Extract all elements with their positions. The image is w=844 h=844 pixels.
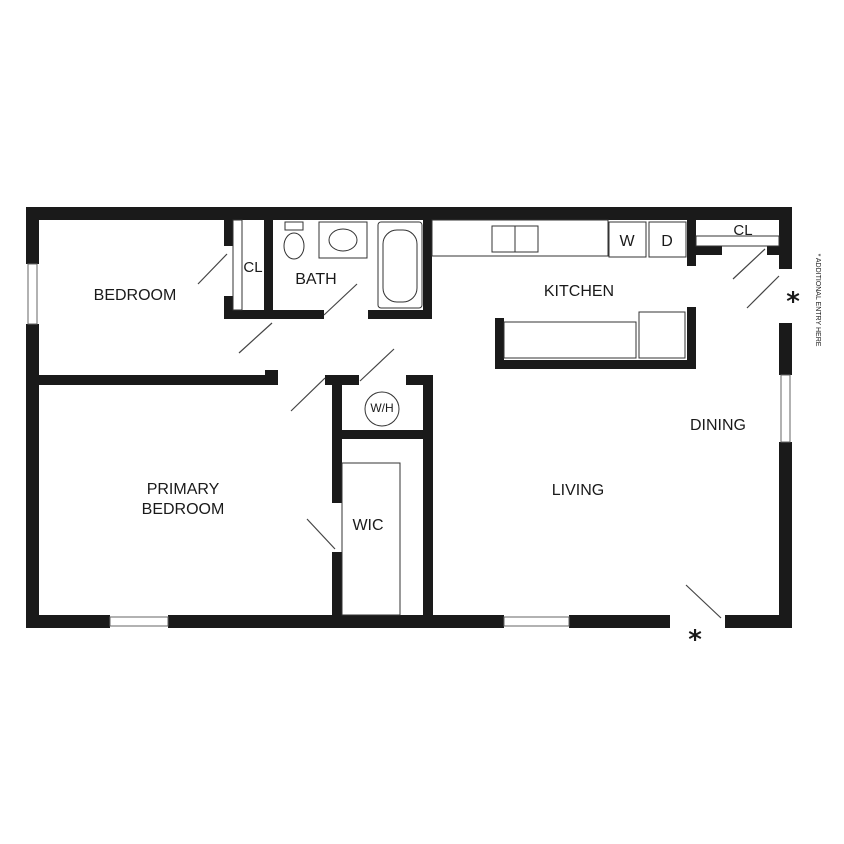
wall-bottom-1 bbox=[26, 615, 110, 628]
wall-top bbox=[26, 207, 792, 220]
window-bedroom-left bbox=[27, 263, 38, 325]
label-washer: W bbox=[619, 233, 635, 250]
wall-wh-right bbox=[423, 375, 433, 628]
water-heater-icon bbox=[364, 391, 400, 427]
label-dryer: D bbox=[661, 233, 673, 250]
wall-wh-top-right bbox=[406, 375, 432, 385]
counter-island-top bbox=[503, 321, 637, 359]
door-hall-wh bbox=[359, 348, 395, 382]
doors bbox=[197, 248, 780, 619]
wall-bottom-4 bbox=[725, 615, 792, 628]
bathtub-inner-icon bbox=[382, 229, 418, 303]
wall-cl-left bbox=[687, 220, 696, 266]
label-primary-bedroom-1: PRIMARY bbox=[147, 481, 220, 498]
label-closet-bedroom: CL bbox=[243, 259, 262, 276]
label-primary-bedroom-2: BEDROOM bbox=[142, 501, 225, 518]
wall-kitchen-counter-right bbox=[687, 307, 696, 369]
wall-closet-left-lower bbox=[224, 296, 233, 318]
interior-walls bbox=[26, 220, 781, 628]
additional-entry-note: * ADDITIONAL ENTRY HERE bbox=[814, 254, 821, 347]
wall-bath-left bbox=[264, 220, 273, 319]
door-front bbox=[685, 584, 722, 619]
wall-kitchen-counter bbox=[495, 360, 696, 369]
wall-bedroom-primary bbox=[26, 375, 278, 385]
wall-bottom-3 bbox=[569, 615, 670, 628]
label-bedroom: BEDROOM bbox=[94, 287, 177, 304]
sink-basin-icon bbox=[328, 228, 358, 252]
window-dining-right bbox=[780, 374, 791, 443]
label-kitchen: KITCHEN bbox=[544, 283, 614, 300]
door-bath bbox=[323, 283, 358, 316]
door-bedroom-closet bbox=[197, 253, 228, 285]
closet-shelf bbox=[232, 219, 243, 311]
door-entry-closet bbox=[732, 248, 766, 280]
wall-wh-bottom bbox=[332, 430, 432, 439]
windows bbox=[27, 263, 791, 627]
label-living: LIVING bbox=[552, 482, 604, 499]
wall-kitchen-counter-left bbox=[495, 318, 504, 369]
wall-right-top bbox=[779, 207, 792, 269]
label-wic: WIC bbox=[352, 517, 383, 534]
label-bath: BATH bbox=[295, 271, 336, 288]
window-primary-bottom bbox=[109, 616, 169, 627]
door-primary bbox=[290, 377, 326, 412]
door-bedroom bbox=[238, 322, 273, 354]
refrigerator-icon bbox=[638, 311, 686, 359]
wall-right-mid bbox=[779, 323, 792, 375]
label-closet-entry: CL bbox=[733, 222, 752, 239]
wall-cl-bottom bbox=[687, 246, 722, 255]
wall-stub-hall bbox=[265, 370, 278, 385]
wall-left-upper bbox=[26, 207, 39, 264]
wall-closet-left bbox=[224, 220, 233, 246]
wall-cl-stub bbox=[767, 246, 781, 255]
fixtures bbox=[232, 219, 780, 616]
dryer-icon bbox=[648, 221, 687, 258]
wic-shelf bbox=[341, 462, 401, 616]
entry-closet-shelf bbox=[695, 235, 780, 247]
entry-marker-front: * bbox=[688, 625, 702, 655]
wall-left-lower bbox=[26, 324, 39, 628]
wall-bath-bottom-left bbox=[264, 310, 324, 319]
door-wic bbox=[306, 518, 336, 550]
exterior-walls bbox=[26, 207, 792, 628]
wall-closet-bottom bbox=[224, 310, 268, 319]
washer-icon bbox=[608, 221, 647, 258]
label-water-heater: W/H bbox=[370, 401, 393, 415]
label-dining: DINING bbox=[690, 417, 746, 434]
entry-marker-side: * bbox=[786, 287, 800, 317]
wall-wic-left-lower bbox=[332, 552, 342, 628]
toilet-tank-icon bbox=[284, 221, 304, 231]
room-labels: BEDROOM CL BATH KITCHEN CL W D W/H DININ… bbox=[94, 222, 753, 534]
window-living-bottom bbox=[503, 616, 570, 627]
wall-right-lower bbox=[779, 442, 792, 628]
wall-bath-right bbox=[423, 220, 432, 319]
door-side-entry bbox=[746, 275, 780, 309]
toilet-icon bbox=[283, 232, 305, 260]
wall-bath-bottom-right bbox=[368, 310, 432, 319]
